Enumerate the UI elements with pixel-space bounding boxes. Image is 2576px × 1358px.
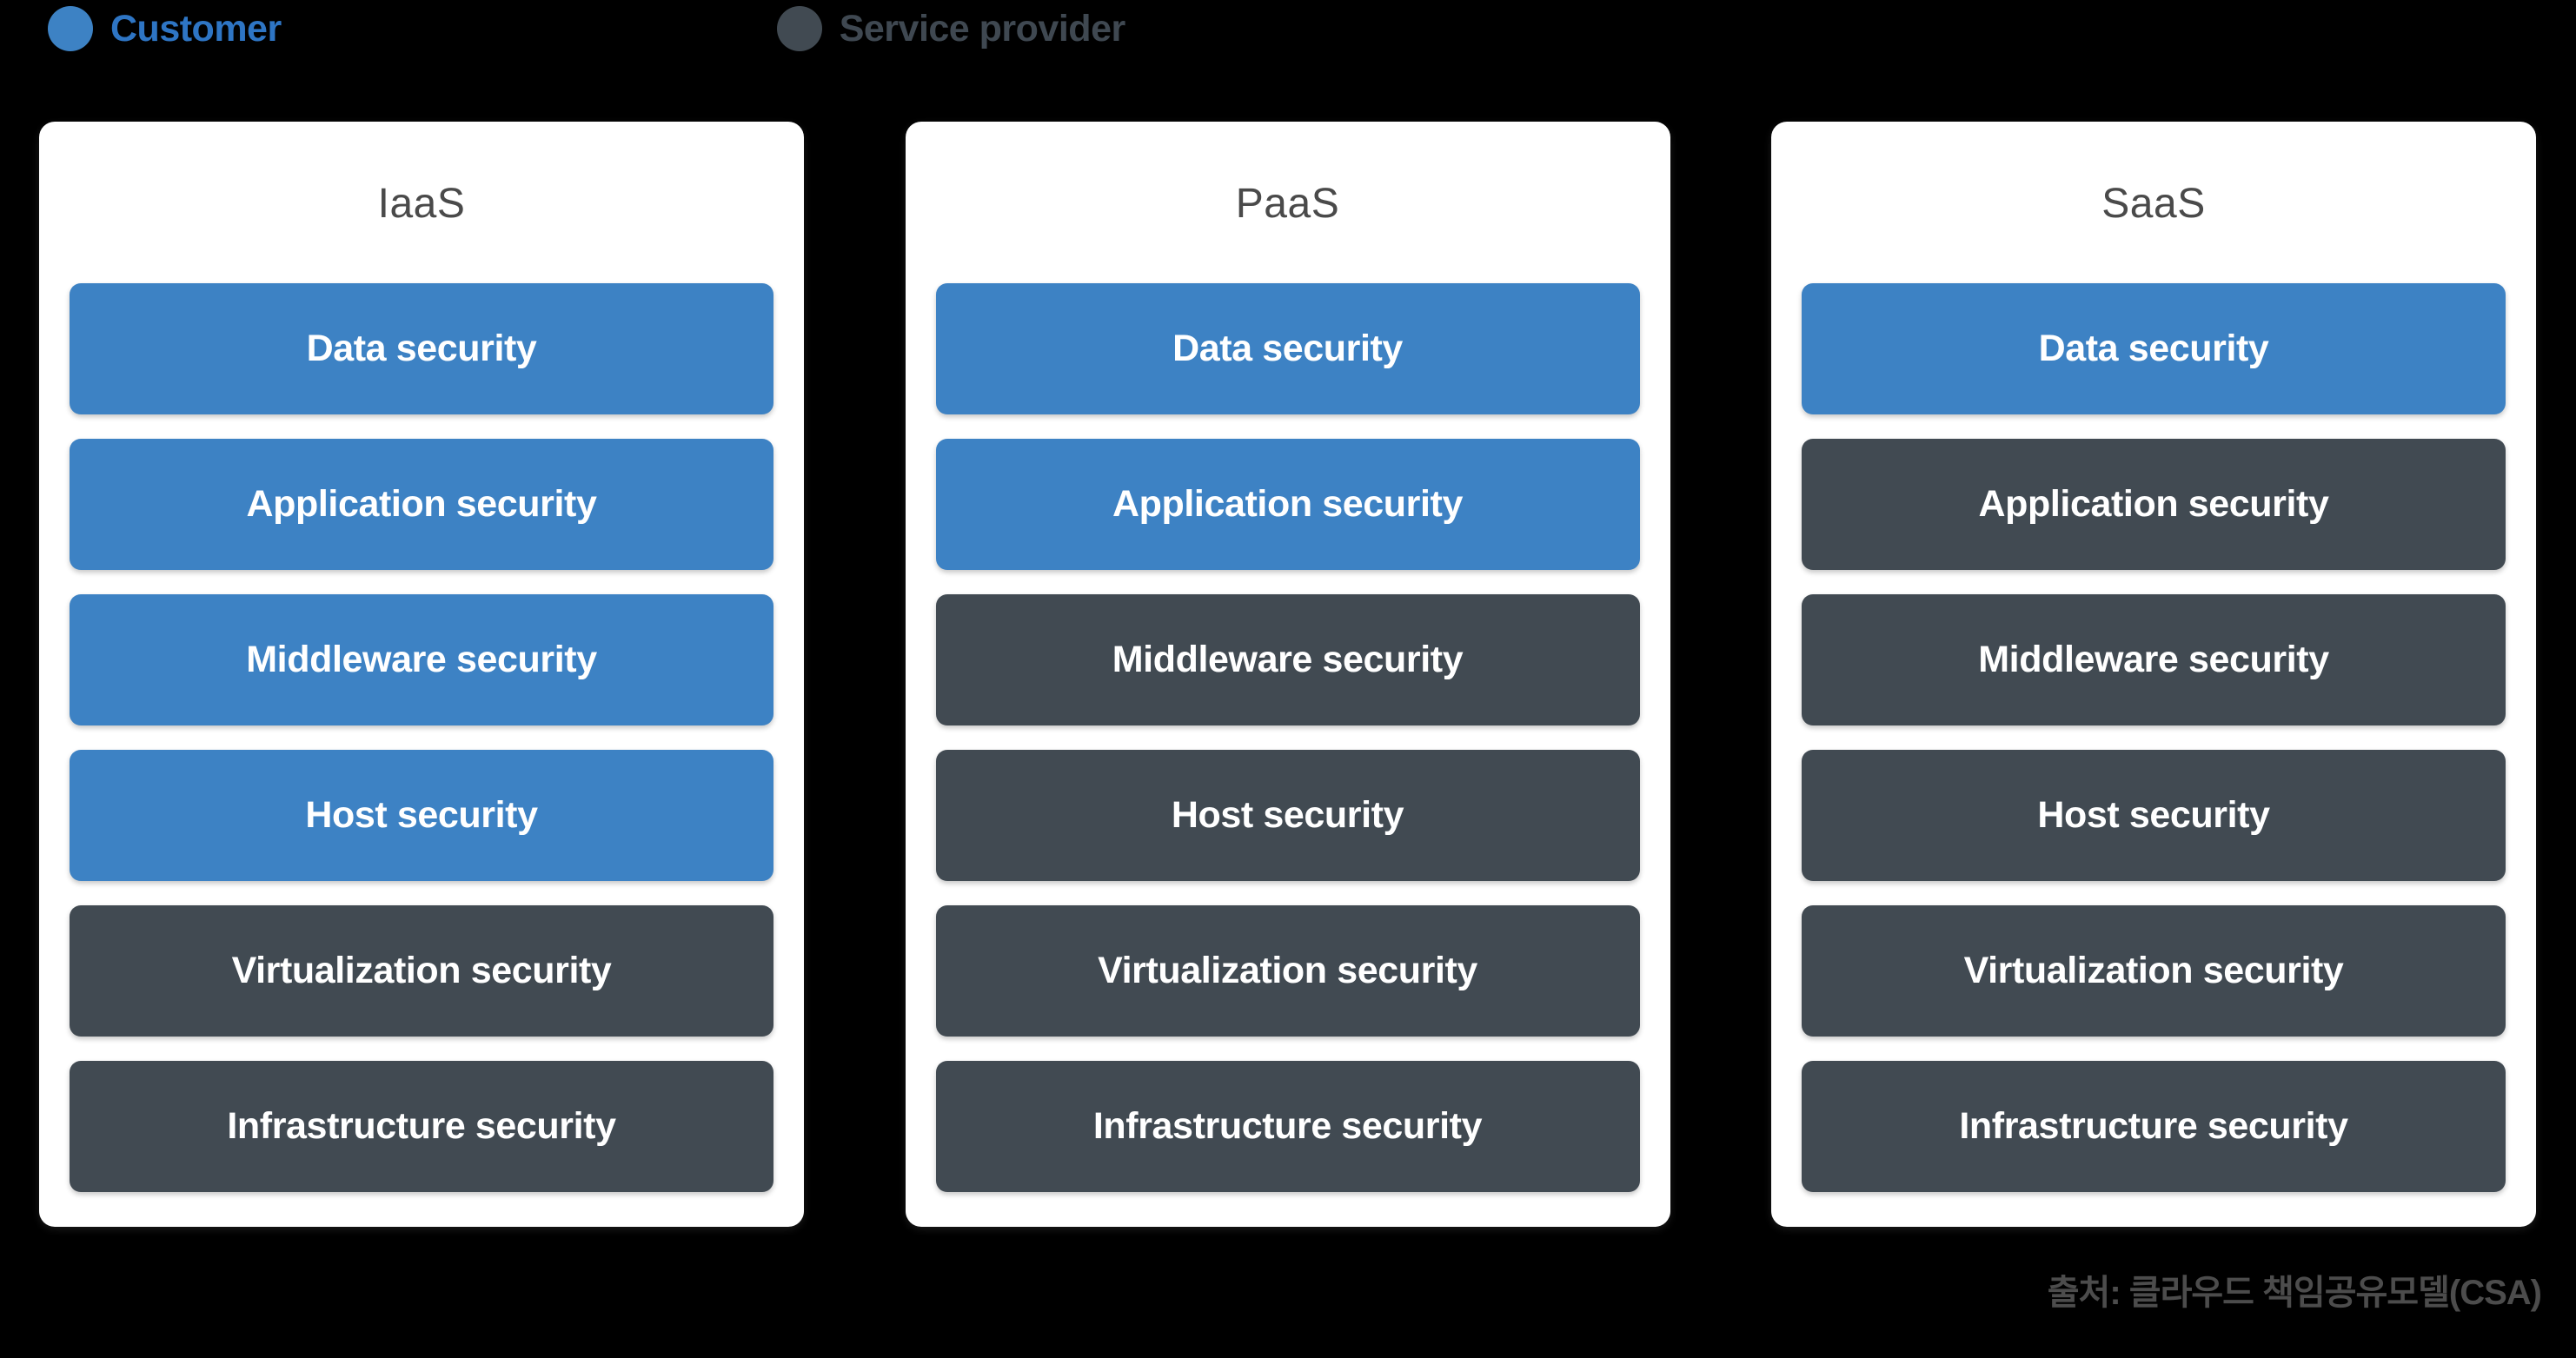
legend-label-service-provider: Service provider — [839, 7, 1126, 50]
card-title-saas: SaaS — [2101, 181, 2206, 227]
legend-label-customer: Customer — [110, 7, 282, 50]
layer-row-data-security: Data security — [935, 283, 1640, 414]
layer-row-infrastructure-security: Infrastructure security — [70, 1061, 773, 1192]
layer-row-middleware-security: Middleware security — [1802, 594, 2506, 725]
layer-row-data-security: Data security — [70, 283, 773, 414]
card-title-iaas: IaaS — [377, 181, 466, 227]
layer-list-saas: Data security Application security Middl… — [1802, 283, 2506, 1192]
layer-row-host-security: Host security — [70, 750, 773, 881]
source-attribution: 출처: 클라우드 책임공유모델(CSA) — [2047, 1274, 2542, 1312]
layer-row-virtualization-security: Virtualization security — [1802, 905, 2506, 1037]
service-model-cards: IaaS Data security Application security … — [39, 122, 2536, 1227]
card-title-paas: PaaS — [1235, 181, 1340, 227]
layer-row-middleware-security: Middleware security — [70, 594, 773, 725]
filled-circle-icon — [48, 6, 93, 51]
card-iaas: IaaS Data security Application security … — [39, 122, 804, 1227]
layer-list-iaas: Data security Application security Middl… — [70, 283, 773, 1192]
layer-row-host-security: Host security — [1802, 750, 2506, 881]
legend: Customer Service provider — [48, 2, 1125, 56]
layer-row-host-security: Host security — [935, 750, 1640, 881]
legend-item-customer: Customer — [48, 6, 282, 51]
layer-row-virtualization-security: Virtualization security — [935, 905, 1640, 1037]
legend-item-service-provider: Service provider — [776, 6, 1126, 51]
layer-row-infrastructure-security: Infrastructure security — [1802, 1061, 2506, 1192]
layer-row-application-security: Application security — [1802, 439, 2506, 570]
card-saas: SaaS Data security Application security … — [1771, 122, 2536, 1227]
card-paas: PaaS Data security Application security … — [905, 122, 1670, 1227]
layer-row-data-security: Data security — [1802, 283, 2506, 414]
layer-row-middleware-security: Middleware security — [935, 594, 1640, 725]
layer-row-infrastructure-security: Infrastructure security — [935, 1061, 1640, 1192]
layer-row-application-security: Application security — [70, 439, 773, 570]
layer-row-virtualization-security: Virtualization security — [70, 905, 773, 1037]
filled-circle-icon — [776, 6, 822, 51]
layer-row-application-security: Application security — [935, 439, 1640, 570]
layer-list-paas: Data security Application security Middl… — [935, 283, 1640, 1192]
